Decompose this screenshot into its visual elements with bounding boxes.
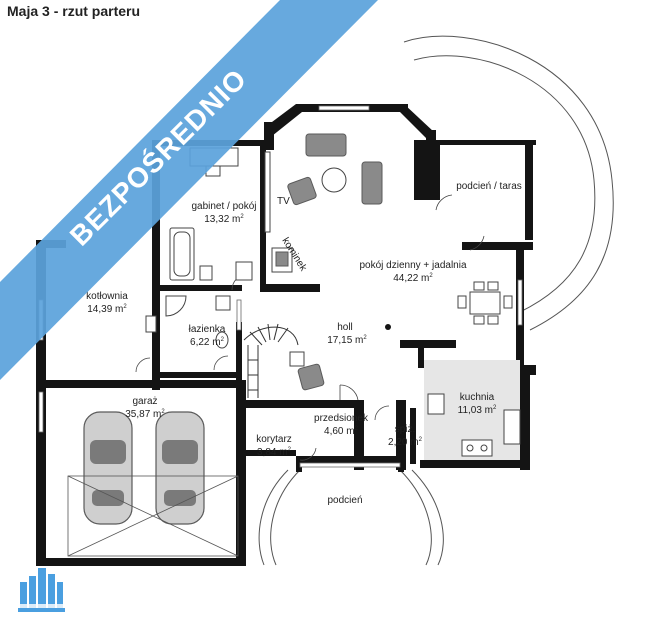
terrace-label: podcień / taras xyxy=(456,181,522,192)
room-area-lazienka: 6,22 m2 xyxy=(190,337,225,348)
car-left xyxy=(83,411,133,525)
room-area-salon: 44,22 m2 xyxy=(393,273,433,284)
room-name-przedsionek: przedsionek xyxy=(314,413,369,424)
porch-label: podcień xyxy=(327,495,362,506)
room-area-gabinet: 13,32 m2 xyxy=(204,214,244,225)
room-area-korytarz: 3,84 m2 xyxy=(257,447,292,458)
furniture xyxy=(145,133,521,460)
garage-door xyxy=(67,475,239,557)
banner-ribbon xyxy=(0,0,378,380)
room-area-garaz: 35,87 m2 xyxy=(125,409,165,420)
room-name-salon: pokój dzienny + jadalnia xyxy=(359,260,466,271)
room-name-holl: holl xyxy=(337,322,353,333)
room-name-spiz: spiż. xyxy=(395,424,416,435)
room-name-gabinet: gabinet / pokój xyxy=(191,201,256,212)
tv-label: TV xyxy=(277,196,290,207)
stairs xyxy=(243,323,299,398)
room-area-spiz: 2,20 m2 xyxy=(388,437,423,448)
room-name-lazienka: łazienka xyxy=(189,324,226,335)
room-name-kotlownia: kotłownia xyxy=(86,291,128,302)
room-area-kuchnia: 11,03 m2 xyxy=(458,405,497,416)
terrace-arcs xyxy=(258,35,614,566)
room-name-korytarz: korytarz xyxy=(256,434,292,445)
diagonal-banner: BEZPOŚREDNIO xyxy=(0,0,378,380)
room-name-garaz: garaż xyxy=(132,396,157,407)
car-right xyxy=(155,411,205,525)
buildings-logo-icon xyxy=(18,568,65,612)
page-title: Maja 3 - rzut parteru xyxy=(7,3,141,19)
room-area-przedsionek: 4,60 m2 xyxy=(324,426,359,437)
room-area-kotlownia: 14,39 m2 xyxy=(87,304,127,315)
room-area-holl: 17,15 m2 xyxy=(327,335,367,346)
room-name-kuchnia: kuchnia xyxy=(460,392,495,403)
